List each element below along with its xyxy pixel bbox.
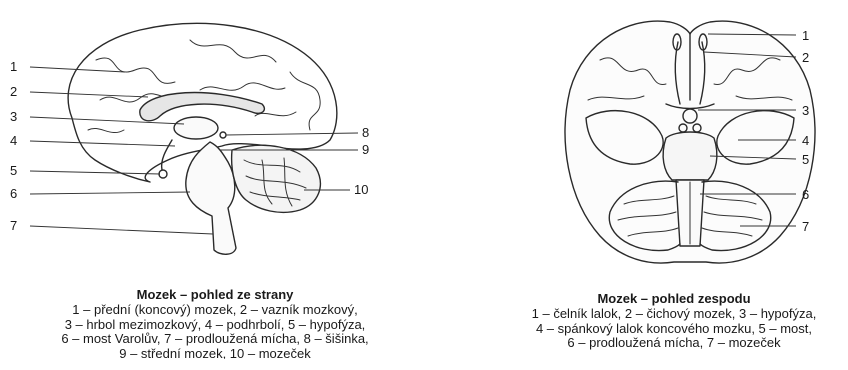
side-label-9: 9 <box>362 142 369 157</box>
bottom-label-3: 3 <box>802 103 809 118</box>
bottom-label-6: 6 <box>802 187 809 202</box>
side-view-drawing: 1 2 3 4 5 6 7 8 9 10 <box>0 0 420 262</box>
bottom-caption-line-2: 4 – spánkový lalok koncového mozku, 5 – … <box>500 322 848 336</box>
side-label-5: 5 <box>10 163 17 178</box>
side-label-7: 7 <box>10 218 17 233</box>
corpus-callosum <box>140 93 265 121</box>
side-label-2: 2 <box>10 84 17 99</box>
bottom-caption-title: Mozek – pohled zespodu <box>500 292 848 306</box>
side-caption-title: Mozek – pohled ze strany <box>0 288 430 302</box>
side-caption-line-2: 3 – hrbol mezimozkový, 4 – podhrbolí, 5 … <box>0 318 430 332</box>
cerebellum <box>232 145 321 212</box>
bottom-label-5: 5 <box>802 152 809 167</box>
side-caption-line-1: 1 – přední (koncový) mozek, 2 – vazník m… <box>0 303 430 317</box>
bottom-label-7: 7 <box>802 219 809 234</box>
bottom-caption-line-3: 6 – prodloužená mícha, 7 – mozeček <box>500 336 848 350</box>
pineal <box>220 132 226 138</box>
side-label-3: 3 <box>10 109 17 124</box>
bottom-view-drawing: 1 2 3 4 5 6 7 <box>540 0 848 280</box>
brainstem <box>186 142 236 254</box>
side-label-10: 10 <box>354 182 368 197</box>
bottom-label-4: 4 <box>802 133 809 148</box>
bottom-caption-line-1: 1 – čelník lalok, 2 – čichový mozek, 3 –… <box>500 307 848 321</box>
side-view-caption: Mozek – pohled ze strany 1 – přední (kon… <box>0 288 430 359</box>
bottom-view-figure: 1 2 3 4 5 6 7 <box>540 0 848 280</box>
side-view-figure: 1 2 3 4 5 6 7 8 9 10 <box>0 0 420 262</box>
side-label-8: 8 <box>362 125 369 140</box>
side-caption-line-3: 6 – most Varolův, 7 – prodloužená mícha,… <box>0 332 430 346</box>
bottom-view-caption: Mozek – pohled zespodu 1 – čelník lalok,… <box>500 292 848 351</box>
bottom-label-1: 1 <box>802 28 809 43</box>
pituitary <box>159 170 167 178</box>
side-label-6: 6 <box>10 186 17 201</box>
bottom-label-2: 2 <box>802 50 809 65</box>
pons <box>663 132 717 180</box>
thalamus <box>174 117 218 139</box>
side-caption-line-4: 9 – střední mozek, 10 – mozeček <box>0 347 430 359</box>
side-label-1: 1 <box>10 59 17 74</box>
side-label-4: 4 <box>10 133 17 148</box>
hypothalamus <box>162 140 172 170</box>
